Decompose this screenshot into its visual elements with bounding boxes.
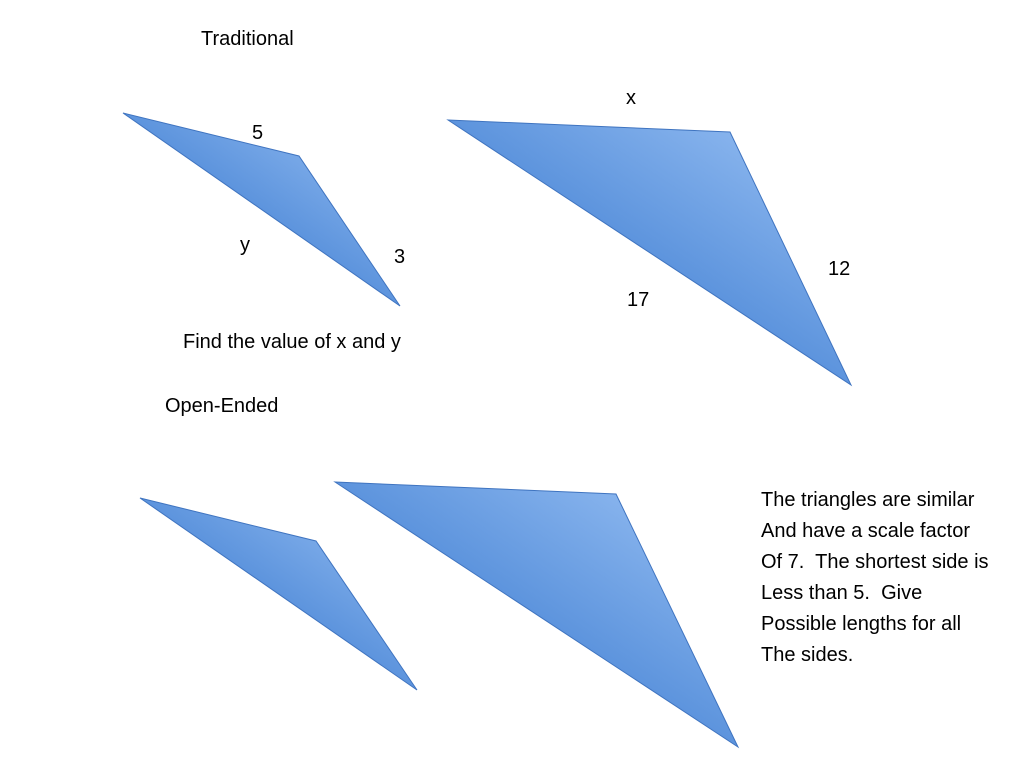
heading-open-ended: Open-Ended xyxy=(165,395,279,417)
side-label-17: 17 xyxy=(627,289,650,311)
prompt-line: Possible lengths for all xyxy=(761,613,962,635)
prompt-line: Less than 5. Give xyxy=(761,582,923,604)
question-text: Find the value of x and y xyxy=(183,331,401,353)
small-triangle-open-ended xyxy=(139,497,418,691)
side-label-12: 12 xyxy=(828,258,851,280)
small-triangle-traditional xyxy=(122,112,401,307)
prompt-line: The sides. xyxy=(761,644,854,666)
open-ended-prompt: The triangles are similar And have a sca… xyxy=(761,485,1021,671)
prompt-line: Of 7. The shortest side is xyxy=(761,551,989,573)
heading-traditional: Traditional xyxy=(201,28,294,50)
large-triangle-traditional xyxy=(446,119,853,387)
prompt-line: And have a scale factor xyxy=(761,520,971,542)
large-triangle-open-ended xyxy=(333,481,740,749)
side-label-y: y xyxy=(240,234,250,256)
side-label-3: 3 xyxy=(394,246,406,268)
side-label-5: 5 xyxy=(252,122,264,144)
side-label-x: x xyxy=(626,87,636,109)
prompt-line: The triangles are similar xyxy=(761,489,975,511)
